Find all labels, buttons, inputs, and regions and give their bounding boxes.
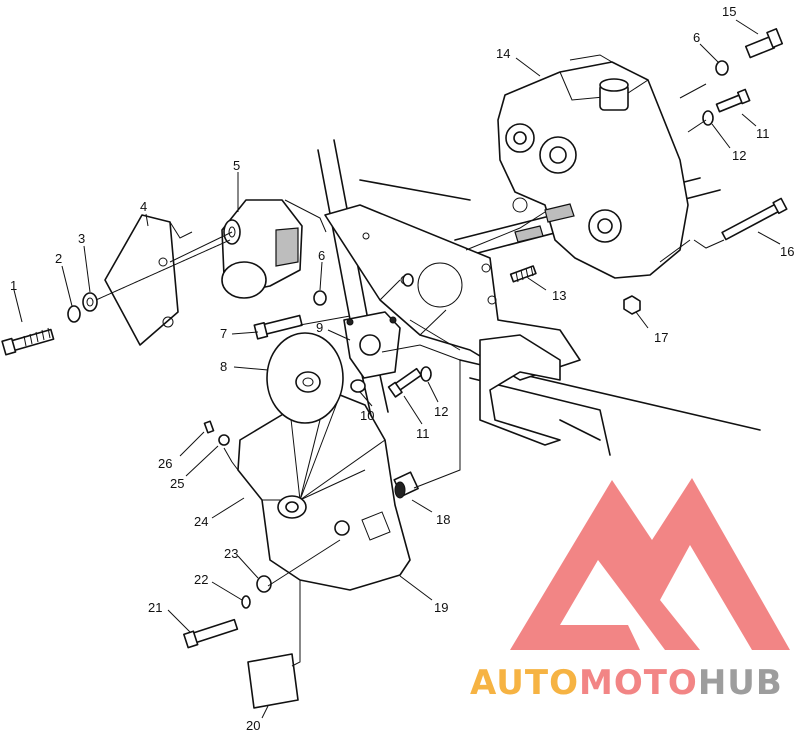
washer-2 — [67, 305, 81, 323]
stud-13 — [509, 265, 537, 283]
callout-8: 8 — [220, 359, 227, 374]
mounting-plate — [324, 204, 581, 446]
callout-3: 3 — [78, 231, 85, 246]
tensioner-block — [221, 199, 303, 299]
callout-1: 1 — [10, 278, 17, 293]
spacer-18 — [393, 471, 419, 499]
decal-20 — [247, 653, 299, 709]
washer-22 — [241, 595, 251, 609]
bolt-11-top — [715, 88, 751, 113]
bearing-plate — [343, 311, 401, 379]
callout-18: 18 — [436, 512, 450, 527]
logo-text-moto: MOTO — [579, 663, 698, 703]
callout-24: 24 — [194, 514, 208, 529]
logo-text-hub: HUB — [698, 663, 783, 703]
washer-3 — [82, 292, 98, 312]
leader-lines — [13, 19, 781, 719]
screw-26 — [203, 420, 215, 434]
bolt-11-center — [387, 367, 423, 398]
callout-12a: 12 — [434, 404, 448, 419]
nut-17 — [623, 295, 641, 315]
callout-20: 20 — [246, 718, 260, 733]
callout-9: 9 — [316, 320, 323, 335]
washer-25 — [218, 434, 230, 446]
logo-mark — [510, 478, 790, 650]
nut-10 — [350, 379, 366, 393]
callout-2: 2 — [55, 251, 62, 266]
svg-text:AUTOMOTOHUB: AUTOMOTOHUB — [470, 663, 783, 703]
callout-11b: 11 — [756, 126, 770, 141]
callout-15: 15 — [722, 4, 736, 19]
callout-23: 23 — [224, 546, 238, 561]
callout-22: 22 — [194, 572, 208, 587]
callout-6a: 6 — [318, 248, 325, 263]
bolt-7 — [253, 314, 303, 340]
callout-19: 19 — [434, 600, 448, 615]
callout-7: 7 — [220, 326, 227, 341]
callout-25: 25 — [170, 476, 184, 491]
callout-26: 26 — [158, 456, 172, 471]
bracket — [104, 214, 193, 346]
washer-12-top — [702, 110, 714, 126]
callout-5: 5 — [233, 158, 240, 173]
bolt-16 — [721, 197, 788, 241]
washer-6-top — [715, 60, 729, 76]
callout-14: 14 — [496, 46, 510, 61]
callout-21: 21 — [148, 600, 162, 615]
watermark-logo: AUTOMOTOHUB — [470, 478, 790, 703]
logo-text-auto: AUTO — [470, 663, 579, 703]
fitting-15 — [744, 28, 784, 59]
washer-12-center — [420, 366, 432, 382]
callout-13: 13 — [552, 288, 566, 303]
washer-6-center — [313, 290, 327, 306]
callout-16: 16 — [780, 244, 794, 259]
callout-6b: 6 — [693, 30, 700, 45]
bolt-1 — [1, 327, 55, 356]
callout-4: 4 — [140, 199, 147, 214]
callout-11a: 11 — [416, 426, 430, 441]
callout-17: 17 — [654, 330, 668, 345]
callout-labels: 1 2 3 4 5 6 6 7 8 9 10 11 11 12 12 13 14… — [10, 4, 794, 733]
gearcase — [497, 54, 689, 279]
callout-10: 10 — [360, 408, 374, 423]
chain-case-cover — [231, 394, 411, 591]
bolt-21 — [183, 618, 239, 649]
callout-12b: 12 — [732, 148, 746, 163]
pulley — [266, 332, 344, 424]
washer-23 — [256, 575, 272, 593]
